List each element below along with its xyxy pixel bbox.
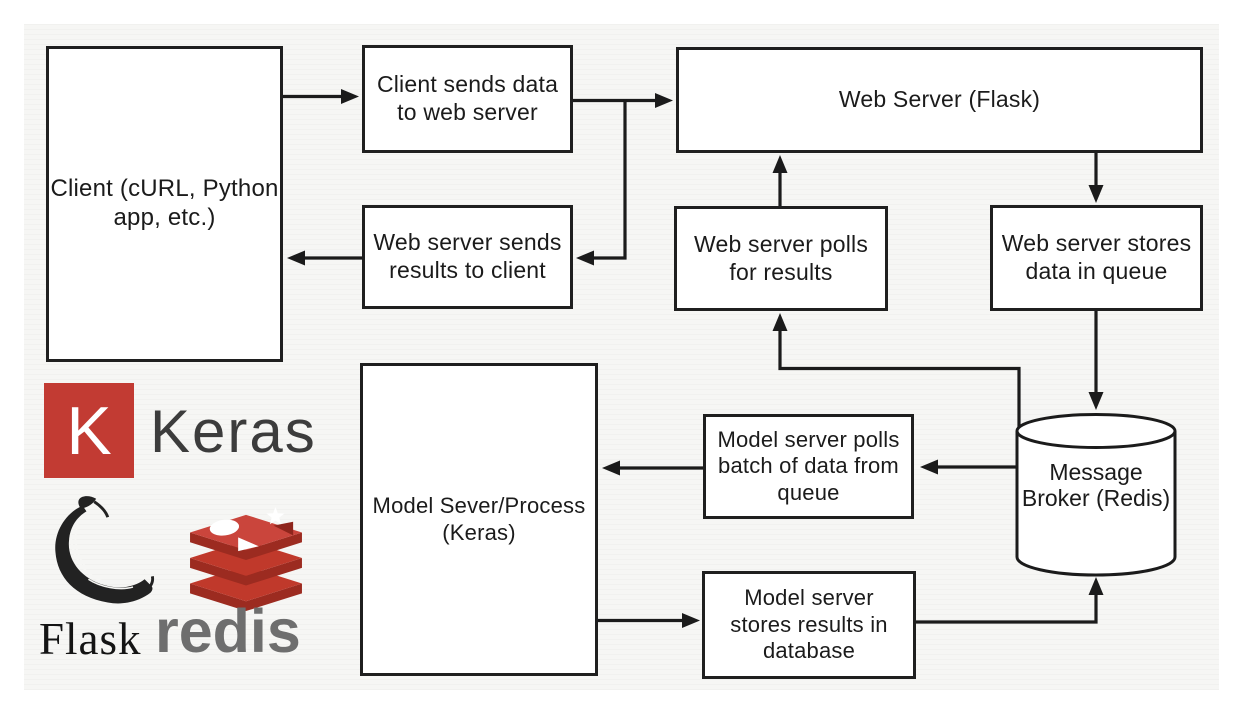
arrow-webserver-to-wsstores: [1088, 153, 1104, 203]
node-label: Broker: [1021, 485, 1090, 511]
node-label: (Redis): [1096, 485, 1171, 511]
node-label: Web server polls: [693, 230, 869, 257]
flask-wordmark: Flask: [39, 614, 142, 664]
arrow-clientsends-to-webserver: [573, 93, 673, 266]
message-broker-cylinder: [1015, 413, 1177, 577]
node-message-broker-label: Message Broker (Redis): [1016, 459, 1176, 511]
redis-wordmark: redis: [155, 597, 301, 665]
node-model-server-stores: Model server stores results in database: [702, 571, 916, 679]
keras-logo-icon: K: [44, 383, 134, 478]
node-label: Client sends data: [376, 71, 559, 98]
arrow-msstores-to-broker: [915, 577, 1104, 624]
node-label: Model Sever/Process: [372, 493, 586, 519]
node-label: queue: [777, 479, 840, 505]
node-model-server-polls: Model server polls batch of data from qu…: [703, 414, 914, 519]
node-web-server-flask: Web Server (Flask): [676, 47, 1203, 153]
keras-wordmark: Keras: [150, 397, 317, 465]
node-label: for results: [729, 258, 833, 285]
node-web-server-sends-results: Web server sends results to client: [362, 205, 573, 309]
node-label: Web server sends: [373, 229, 562, 256]
node-model-server-process: Model Sever/Process (Keras): [360, 363, 598, 676]
node-label: Web Server (Flask): [838, 86, 1041, 113]
node-label: Model server polls: [717, 426, 900, 452]
arrow-client-to-clientsends: [283, 89, 359, 104]
arrow-broker-to-mspolls: [920, 459, 1017, 475]
node-label: Message: [1049, 459, 1143, 485]
node-client: Client (cURL, Python app, etc.): [46, 46, 283, 362]
node-label: results to client: [389, 257, 546, 283]
redis-logo-icon: [190, 506, 302, 612]
flask-logo-icon: [55, 496, 155, 604]
keras-logo-letter: K: [66, 392, 112, 469]
arrow-mspolls-to-modelserver: [602, 460, 703, 476]
node-label: Client (cURL, Python: [50, 175, 279, 203]
arrow-wssends-to-client: [287, 250, 362, 266]
arrow-modelserver-to-msstores: [598, 613, 700, 628]
node-label: database: [762, 638, 856, 664]
node-label: stores results in: [730, 611, 888, 637]
node-label: Web server stores: [1001, 230, 1192, 257]
node-label: data in queue: [1025, 258, 1168, 284]
arrow-wspolls-to-webserver: [772, 155, 788, 206]
node-label: Model server: [744, 585, 874, 611]
node-web-server-stores: Web server stores data in queue: [990, 205, 1203, 311]
node-label: to web server: [397, 99, 538, 125]
node-label: batch of data from: [718, 453, 899, 479]
node-web-server-polls: Web server polls for results: [674, 206, 888, 311]
arrow-wsstores-to-broker: [1088, 311, 1104, 410]
node-label: app, etc.): [113, 204, 216, 231]
node-label: (Keras): [442, 519, 516, 545]
arrow-broker-to-wspolls: [772, 313, 1021, 429]
node-client-sends-data: Client sends data to web server: [362, 45, 573, 153]
